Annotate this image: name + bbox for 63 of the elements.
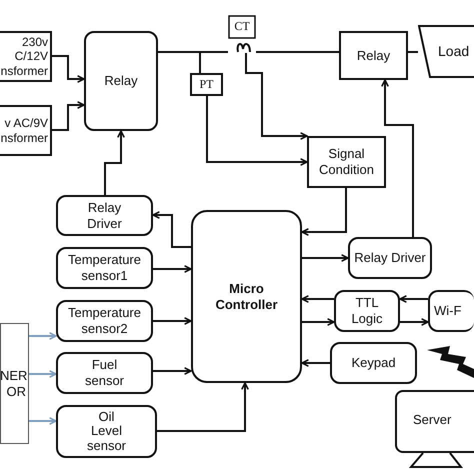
arrow xyxy=(157,382,249,432)
arrow xyxy=(29,332,57,340)
arrow xyxy=(52,101,85,131)
arrow xyxy=(206,96,308,166)
arrow xyxy=(29,417,57,425)
label-text: Micro Controller xyxy=(214,280,279,312)
arrow xyxy=(301,188,347,236)
label-text: NER OR xyxy=(0,368,26,400)
sensor-box xyxy=(56,405,157,458)
label-text: Server xyxy=(413,412,452,428)
sensor-box xyxy=(56,247,153,289)
label-text: v AC/9V nsformer xyxy=(0,116,48,145)
arrow xyxy=(52,55,85,83)
label-text: PT xyxy=(199,77,214,92)
driver-box xyxy=(56,195,153,236)
keypad-box xyxy=(330,342,417,384)
label-text: Fuel sensor xyxy=(84,357,126,389)
label-text: Relay Driver xyxy=(86,200,123,232)
arrow xyxy=(245,62,308,140)
arrow xyxy=(381,79,414,237)
load-box xyxy=(418,25,474,78)
arrow xyxy=(399,295,428,303)
arrow xyxy=(302,254,349,262)
label-text: Load xyxy=(438,43,470,60)
arrow xyxy=(400,318,429,326)
label-text: Signal Condition xyxy=(318,146,375,178)
transformer-box xyxy=(190,73,223,96)
label-text: Relay xyxy=(356,48,390,64)
label-text: Relay xyxy=(104,73,138,89)
sensor-box xyxy=(0,323,29,444)
sensor-box xyxy=(56,300,153,342)
relay-box xyxy=(339,31,408,80)
arrow xyxy=(301,295,334,303)
arrow xyxy=(153,367,192,375)
logic-box xyxy=(334,290,400,332)
arrow xyxy=(152,211,191,248)
relay-box xyxy=(84,31,158,131)
label-text: Temperature sensor1 xyxy=(67,252,142,284)
arrow xyxy=(153,317,192,325)
driver-box xyxy=(348,237,432,279)
label-text: CT xyxy=(233,19,251,34)
label-text: 230v C/12V nsformer xyxy=(0,34,48,78)
wire-line xyxy=(158,51,201,73)
arrow xyxy=(302,318,335,326)
server-monitor xyxy=(395,390,474,470)
label-text: Relay Driver xyxy=(354,250,426,266)
label-text: Temperature sensor2 xyxy=(67,305,142,337)
arrow xyxy=(29,370,57,378)
label-text: TTL Logic xyxy=(350,295,384,327)
arrow xyxy=(301,359,330,367)
wire-line xyxy=(256,51,339,53)
wifi-box xyxy=(428,290,474,332)
wire-line xyxy=(408,51,418,53)
controller-box xyxy=(191,210,302,383)
label-text: Oil Level sensor xyxy=(86,410,128,453)
current-transformer xyxy=(228,15,256,62)
arrow xyxy=(153,265,192,273)
sensor-box xyxy=(56,352,153,394)
arrow xyxy=(104,130,125,195)
label-text: Wi-F xyxy=(434,303,462,319)
label-text: Keypad xyxy=(351,355,396,371)
transformer-box xyxy=(0,105,52,156)
process-box xyxy=(307,136,386,188)
